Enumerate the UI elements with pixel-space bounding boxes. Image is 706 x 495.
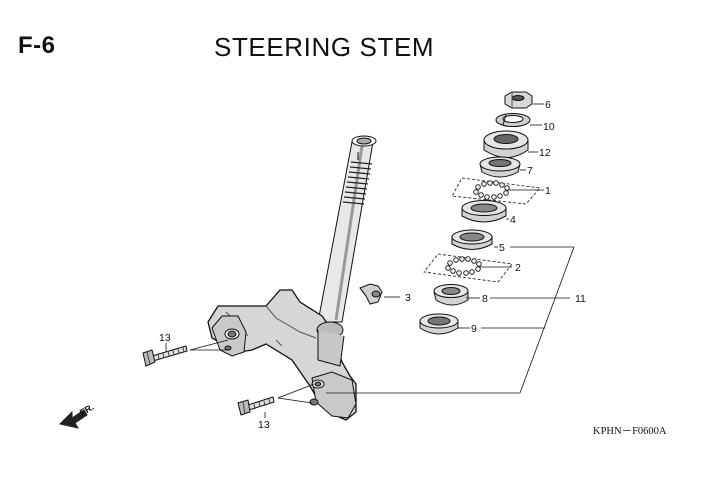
callout-6: 6: [545, 99, 551, 111]
top-cone-race: [479, 156, 521, 178]
diagram-code: KPHN－F0600A: [593, 426, 667, 437]
callout-9: 9: [471, 323, 477, 335]
lower-bearing: [423, 253, 513, 283]
clip: [359, 283, 383, 305]
leader-lines: [326, 103, 575, 394]
page-title: STEERING STEM: [214, 32, 435, 62]
direction-label: FR.: [78, 402, 96, 418]
callout-7: 7: [527, 165, 533, 177]
callout-8: 8: [482, 293, 488, 305]
top-ball-race: [461, 200, 507, 223]
bottom-ball-race: [451, 229, 493, 250]
bottom-cone-race: [433, 284, 469, 306]
steering-stem: [207, 135, 377, 421]
callout-labels: 6 10 12 7 1 4 5 2 3 8 11 9 13 13 FR. KPH…: [78, 99, 667, 437]
callout-12: 12: [539, 147, 551, 159]
bolt-upper: [142, 345, 188, 367]
callout-13-upper: 13: [159, 332, 171, 344]
dust-seal: [419, 313, 459, 335]
callout-2: 2: [515, 262, 521, 274]
callout-3: 3: [405, 292, 411, 304]
callout-13-lower: 13: [258, 419, 270, 431]
callout-10: 10: [543, 121, 555, 133]
adjusting-nut: [483, 130, 529, 158]
callout-5: 5: [499, 242, 505, 254]
callout-11: 11: [575, 293, 586, 305]
stem-thread: [342, 161, 373, 205]
bolt-lower: [237, 396, 275, 416]
lock-nut: [504, 91, 533, 109]
callout-4: 4: [510, 214, 516, 226]
upper-bearing: [451, 177, 541, 205]
lock-washer: [495, 113, 531, 127]
front-direction-arrow-icon: [59, 409, 88, 429]
callout-1: 1: [545, 185, 551, 197]
page-code: F-6: [18, 32, 56, 59]
